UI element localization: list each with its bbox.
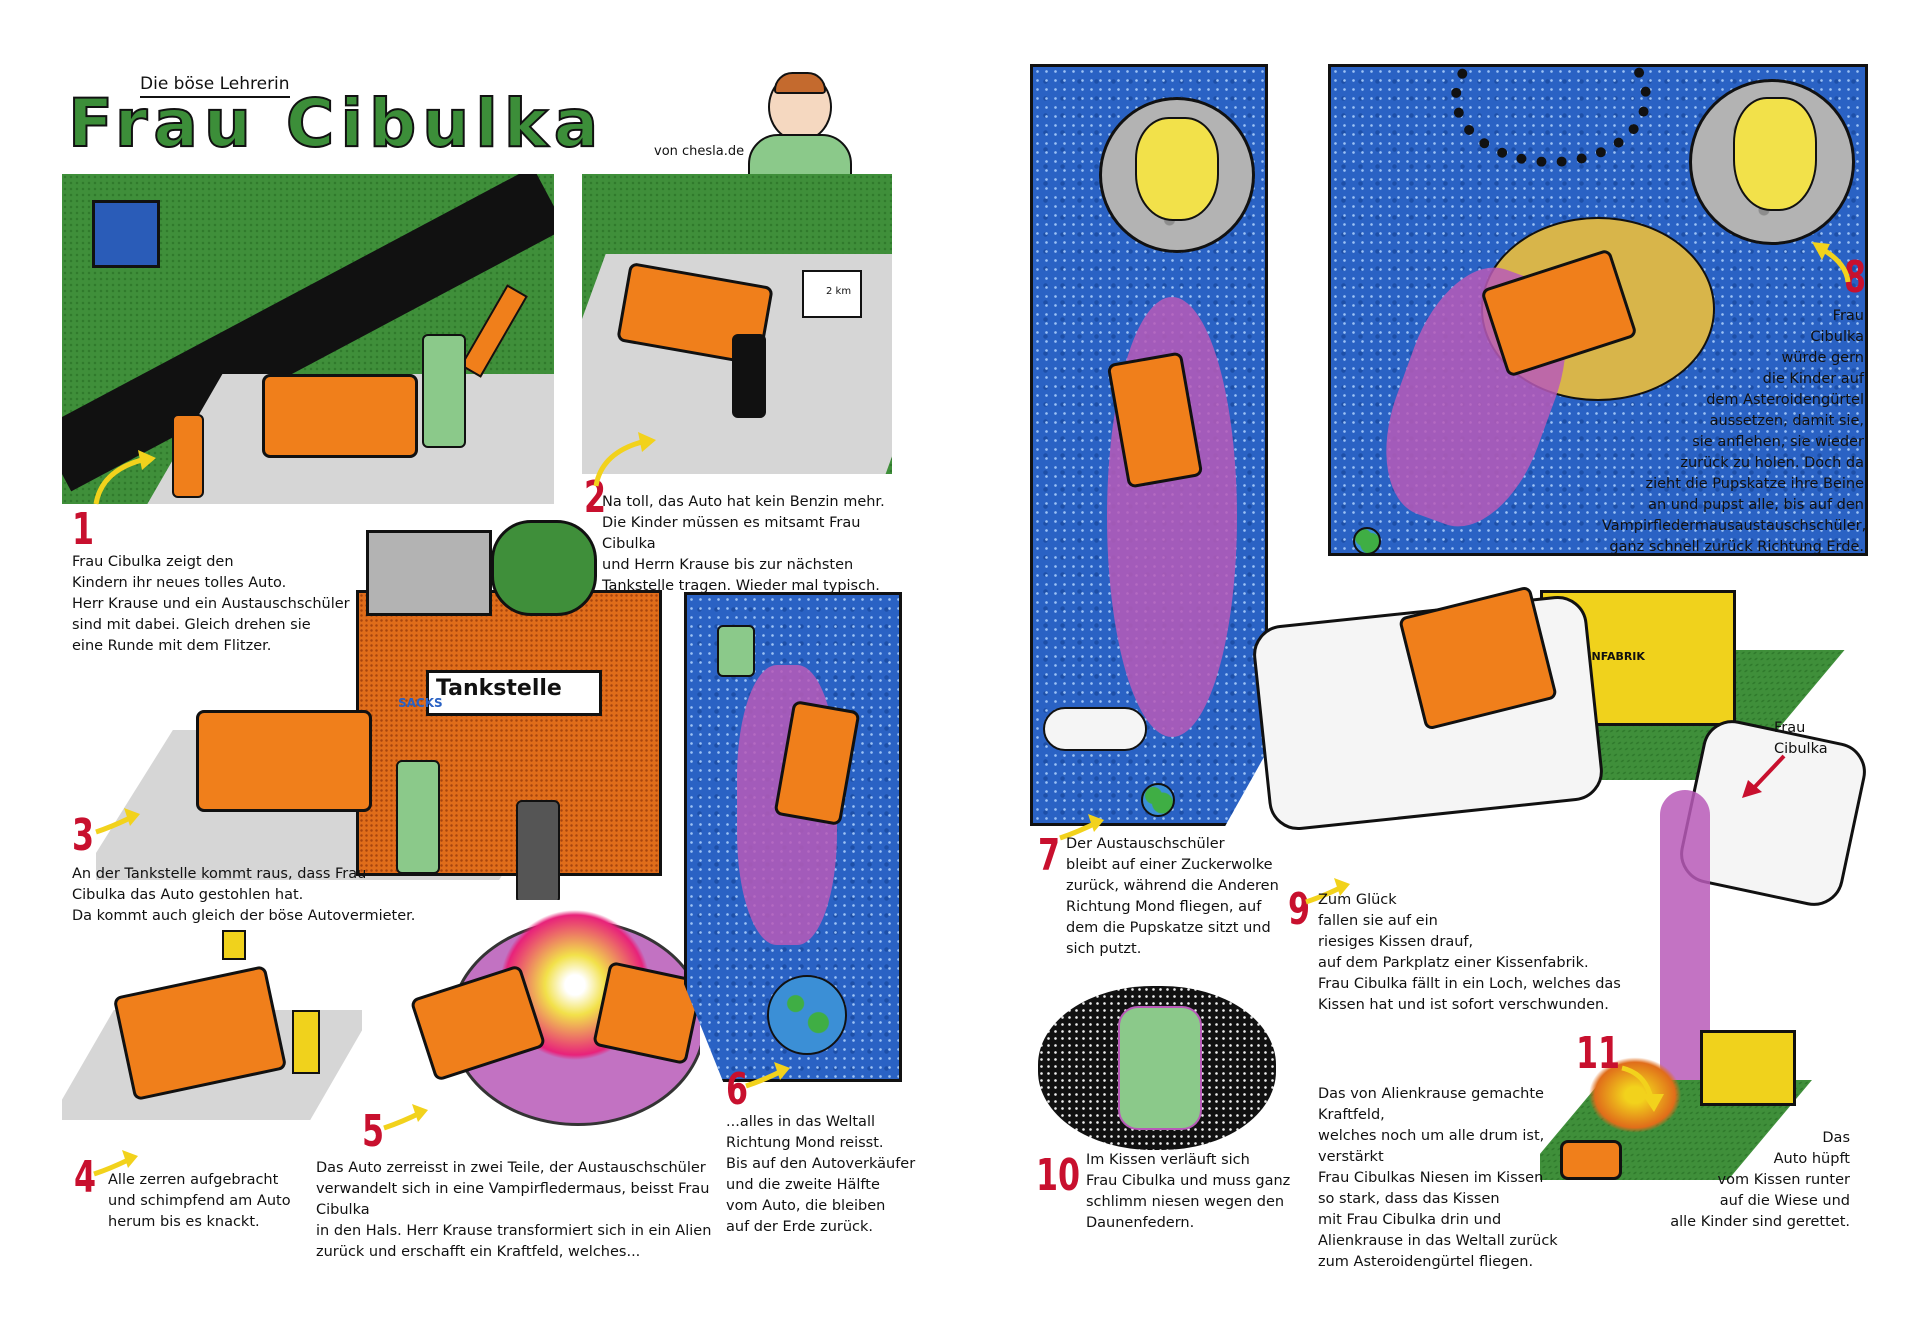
station-sign [426, 670, 602, 716]
car [262, 374, 418, 458]
arrow-icon [383, 1104, 428, 1131]
panel-10 [1038, 986, 1276, 1150]
arrow-icon [1305, 878, 1350, 905]
page-title: Frau Cibulka [67, 85, 605, 163]
road-sign-distance: 2 km [826, 286, 852, 297]
flying-figure [717, 625, 755, 677]
arrow-icon [93, 450, 156, 505]
fart-cat [1135, 117, 1219, 221]
panel-number: 10 [1036, 1150, 1081, 1201]
panel-caption: Der Austauschschüler bleibt auf einer Zu… [1066, 836, 1279, 957]
panel-caption: Zum Glück fallen sie auf ein riesiges Ki… [1318, 892, 1621, 1013]
panel-3: Tankstelle SACKS [96, 510, 676, 900]
panel-caption: Alle zerren aufgebracht und schimpfend a… [108, 1172, 291, 1230]
teacher-figure [1118, 1006, 1202, 1130]
panel-6 [684, 592, 902, 1082]
earth [1141, 783, 1175, 817]
explosion [1580, 1050, 1690, 1140]
station-sign-text: Tankstelle [436, 676, 562, 701]
panel-number: 9 [1288, 884, 1311, 935]
panel-caption: ...alles in das Weltall Richtung Mond re… [726, 1114, 916, 1235]
panel-number: 11 [1576, 1028, 1621, 1079]
subtitle: Die böse Lehrerin [140, 74, 290, 98]
earth [1353, 527, 1381, 553]
panel-2: 2 km [582, 174, 892, 474]
car-dealer-figure [516, 800, 560, 900]
child-figure [172, 414, 204, 498]
sugar-cloud [1043, 707, 1147, 751]
panel-number: 8 [1844, 252, 1867, 303]
panel-caption: Im Kissen verläuft sich Frau Cibulka und… [1086, 1152, 1291, 1231]
arrow-icon [95, 808, 140, 835]
gas-station-building [356, 590, 662, 876]
panel-1 [62, 174, 554, 504]
panel-5 [380, 910, 700, 1130]
earth [767, 975, 847, 1055]
pointer-arrow-icon [1742, 754, 1786, 798]
asteroid-belt [1451, 67, 1651, 167]
bush [491, 520, 597, 616]
panel-8 [1328, 64, 1868, 556]
car [1560, 1140, 1622, 1180]
frau-cibulka-label: Frau Cibulka [1774, 720, 1828, 757]
panel-caption: Das Auto zerreisst in zwei Teile, der Au… [316, 1160, 712, 1260]
arrow-icon [1621, 1065, 1664, 1112]
arrow-icon [93, 1150, 138, 1177]
panel-11 [1540, 780, 1840, 1210]
panel-number: 4 [74, 1152, 97, 1203]
panel-number: 1 [72, 504, 95, 555]
panel-caption: Das von Alienkrause gemachte Kraftfeld, … [1318, 1086, 1558, 1270]
arrow-icon [1812, 242, 1851, 283]
credit: von chesla.de [654, 144, 745, 159]
pillow-factory-small [1700, 1030, 1796, 1106]
panel-number: 7 [1038, 830, 1061, 881]
road-sign [802, 270, 862, 318]
panel-caption: Frau Cibulka würde gern die Kinder auf d… [1602, 308, 1867, 555]
sacks-sign: SACKS [398, 696, 443, 710]
teacher-figure [396, 760, 440, 874]
teacher-figure [422, 334, 466, 448]
fart-cat [1733, 97, 1817, 211]
sign-pole [222, 930, 246, 960]
slide [460, 284, 528, 378]
arrow-icon [593, 432, 656, 487]
teacher-portrait [740, 72, 860, 184]
panel-caption: An der Tankstelle kommt raus, dass Frau … [72, 866, 416, 924]
highway-sign [92, 200, 160, 268]
panel-9: KISSENFABRIK [1240, 560, 1900, 920]
panel-number: 6 [726, 1064, 749, 1115]
child-figure [732, 334, 766, 418]
panel-7 [1030, 64, 1268, 826]
panel-number: 2 [584, 472, 607, 523]
panel-number: 5 [362, 1106, 385, 1157]
car [196, 710, 372, 812]
station-roof [366, 530, 492, 616]
arrow-icon [745, 1062, 790, 1089]
gas-pump [292, 1010, 320, 1074]
panel-4 [62, 920, 362, 1130]
arrow-icon [1059, 814, 1104, 841]
panel-caption-end: Das Auto hüpft vom Kissen runter auf die… [1670, 1130, 1850, 1230]
panel-caption: Na toll, das Auto hat kein Benzin mehr. … [602, 494, 885, 594]
panel-number: 3 [72, 810, 95, 861]
panel-caption: Frau Cibulka zeigt den Kindern ihr neues… [72, 554, 350, 654]
